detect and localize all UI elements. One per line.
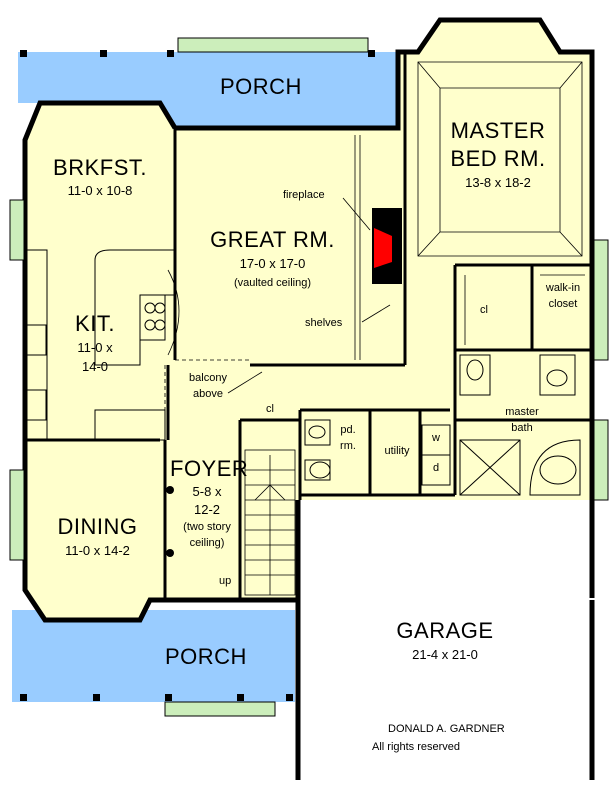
dryer-label: d — [432, 462, 440, 474]
master-bath-fixtures — [459, 354, 581, 496]
copyright-line2: All rights reserved — [372, 741, 461, 753]
foyer-column — [166, 549, 174, 557]
washer-label: w — [432, 432, 440, 444]
master-closet-label: cl — [480, 304, 488, 316]
washer-dryer — [421, 424, 451, 486]
kit-dims-line1: 11-0 x — [77, 340, 113, 355]
fireplace-firebox — [374, 228, 392, 268]
porch-top-area — [18, 52, 400, 128]
master-bedroom-dims: 13-8 x 18-2 — [465, 175, 531, 190]
great-room-name: GREAT RM. — [210, 227, 335, 252]
balcony-line2: above — [193, 388, 223, 400]
foyer-closet-label: cl — [266, 403, 274, 415]
balcony-line1: balcony — [189, 372, 227, 384]
foyer-column — [166, 486, 174, 494]
dashed-lines — [25, 359, 250, 600]
powder-room-line1: pd. — [340, 424, 356, 436]
shelves-label: shelves — [305, 317, 343, 329]
interior-walls — [25, 52, 592, 600]
garage-dims: 21-4 x 21-0 — [412, 647, 478, 662]
master-bedroom-name-line1: MASTER — [450, 118, 546, 143]
great-room-vault — [167, 135, 361, 360]
stairs-up-label: up — [219, 575, 232, 587]
windows — [9, 37, 609, 717]
porch-bottom-area — [12, 610, 295, 702]
walk-in-closet-line2: closet — [548, 298, 578, 310]
master-bedroom-name-line2: BED RM. — [450, 146, 546, 171]
brkfst-name: BRKFST. — [53, 155, 147, 180]
utility-label: utility — [384, 445, 410, 457]
dining-dims: 11-0 x 14-2 — [65, 543, 130, 558]
leader-lines — [227, 197, 391, 394]
foyer-dims-line2: 12-2 — [193, 502, 221, 517]
kit-name: KIT. — [75, 311, 115, 336]
master-bath-line1: master — [505, 406, 539, 418]
powder-room-fixtures — [304, 419, 331, 481]
foyer-note-line1: (two story — [183, 521, 231, 533]
powder-room-line2: rm. — [340, 440, 356, 452]
master-bath-line2: bath — [511, 422, 533, 434]
master-tray-ceiling — [417, 61, 583, 257]
exterior-walls — [22, 17, 595, 780]
copyright-line1: DONALD A. GARDNER — [388, 723, 505, 735]
great-room-dims: 17-0 x 17-0 — [239, 256, 306, 271]
dining-name: DINING — [57, 514, 138, 539]
foyer-dims-line1: 5-8 x — [192, 484, 222, 499]
closet-shelving — [464, 274, 585, 345]
brkfst-dims: 11-0 x 10-8 — [67, 183, 133, 198]
stairs — [244, 449, 296, 596]
porch-top-label: PORCH — [220, 74, 302, 99]
garage-area — [300, 500, 592, 780]
walk-in-closet-line1: walk-in — [545, 282, 581, 294]
foyer-name: FOYER — [170, 456, 249, 481]
fireplace-label: fireplace — [283, 189, 325, 201]
kit-dims-line2: 14-0 — [81, 359, 109, 374]
great-room-note: (vaulted ceiling) — [233, 277, 312, 289]
garage-name: GARAGE — [396, 618, 494, 643]
porch-posts — [20, 50, 375, 701]
porch-bottom-label: PORCH — [165, 644, 247, 669]
foyer-note-line2: ceiling) — [189, 537, 225, 549]
